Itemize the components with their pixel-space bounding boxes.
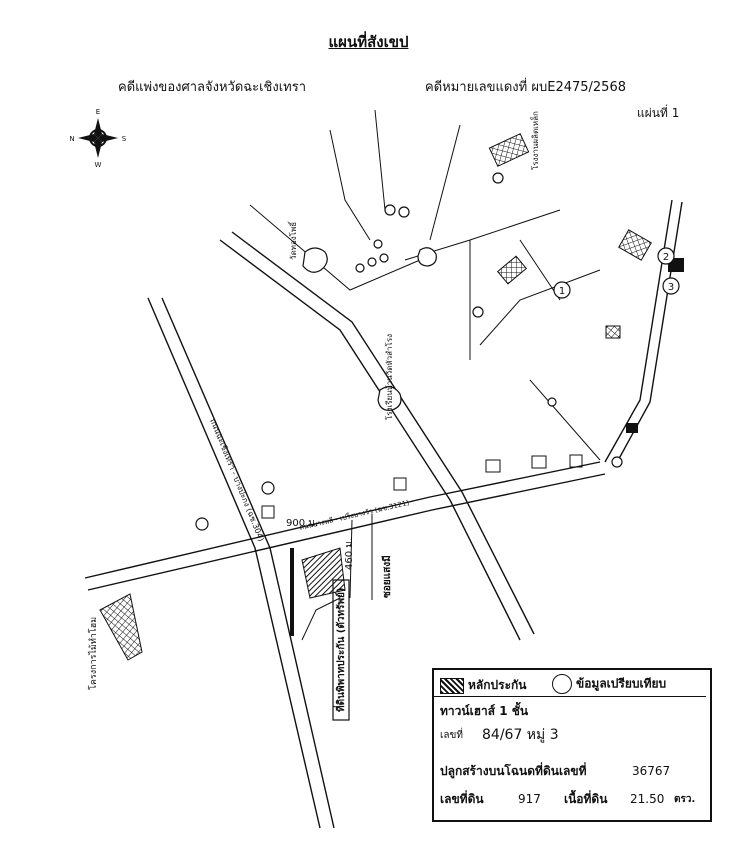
- compass-south: S: [122, 135, 127, 143]
- highway-left-label: ถนนฉะเชิงเทรา - บางปะกง (ฉช.304): [208, 417, 266, 542]
- collateral-plot: ที่ดินพิพาทประกัน (ตัวทรัพย์) 460 ม. 900…: [286, 514, 393, 721]
- case-number: คดีหมายเลขแดงที่ ผบE2475/2568: [425, 80, 626, 95]
- factory-label: โรงงานผลิตเหล็ก: [530, 111, 540, 170]
- comparison-markers: [553, 247, 680, 299]
- soi-label: ซอยแสงมี: [381, 555, 393, 598]
- compass-east: E: [96, 108, 100, 116]
- project-label: โครงการไม้ทำโฮม: [88, 617, 99, 690]
- local-roads: [249, 109, 601, 461]
- land-no-value: 917: [518, 792, 541, 806]
- sheet-number: แผ่นที่ 1: [637, 106, 680, 120]
- area-label: เนื้อที่ดิน: [564, 792, 608, 806]
- compass-west: W: [95, 161, 102, 169]
- distance-460: 460 ม.: [344, 538, 355, 570]
- marker-3: 3: [668, 282, 674, 293]
- hatch-icon: [440, 677, 464, 694]
- land-no-label: เลขที่ดิน: [440, 792, 484, 806]
- school-label: โรงเรียนบ้านวัดหัวสำโรง: [384, 334, 394, 420]
- deed-label: ปลูกสร้างบนโฉนดที่ดินเลขที่: [440, 764, 587, 778]
- temple-label: วัดทองโพธิ์: [287, 220, 298, 260]
- circle-icon: [552, 674, 572, 694]
- number-value: 84/67 หมู่ 3: [482, 727, 559, 743]
- marker-2: 2: [663, 252, 669, 263]
- legend-collateral: หลักประกัน: [440, 676, 527, 695]
- buildings: [261, 133, 684, 519]
- upper-road: [219, 231, 535, 641]
- court-name: คดีแพ่งของศาลจังหวัดฉะเชิงเทรา: [118, 80, 307, 95]
- page-title: แผนที่สังเขป: [328, 33, 409, 51]
- property-label: ที่ดินพิพาทประกัน (ตัวทรัพย์): [333, 588, 347, 712]
- property-type: ทาวน์เฮาส์ 1 ชั้น: [440, 704, 529, 718]
- distance-900: 900 ม.: [286, 518, 318, 529]
- compass-north: N: [69, 135, 74, 143]
- project-area: โครงการไม้ทำโฮม: [88, 593, 143, 690]
- area-unit: ตรว.: [674, 794, 696, 805]
- legend-comparison: ข้อมูลเปรียบเทียบ: [552, 674, 666, 694]
- deed-value: 36767: [632, 764, 671, 778]
- number-prefix: เลขที่: [440, 730, 463, 741]
- landmark-icons: [195, 172, 623, 531]
- compass-icon: E N S W: [69, 108, 126, 169]
- area-value: 21.50: [630, 792, 665, 806]
- legend-box: หลักประกัน ข้อมูลเปรียบเทียบ ทาวน์เฮาส์ …: [432, 668, 712, 822]
- marker-1: 1: [559, 286, 565, 297]
